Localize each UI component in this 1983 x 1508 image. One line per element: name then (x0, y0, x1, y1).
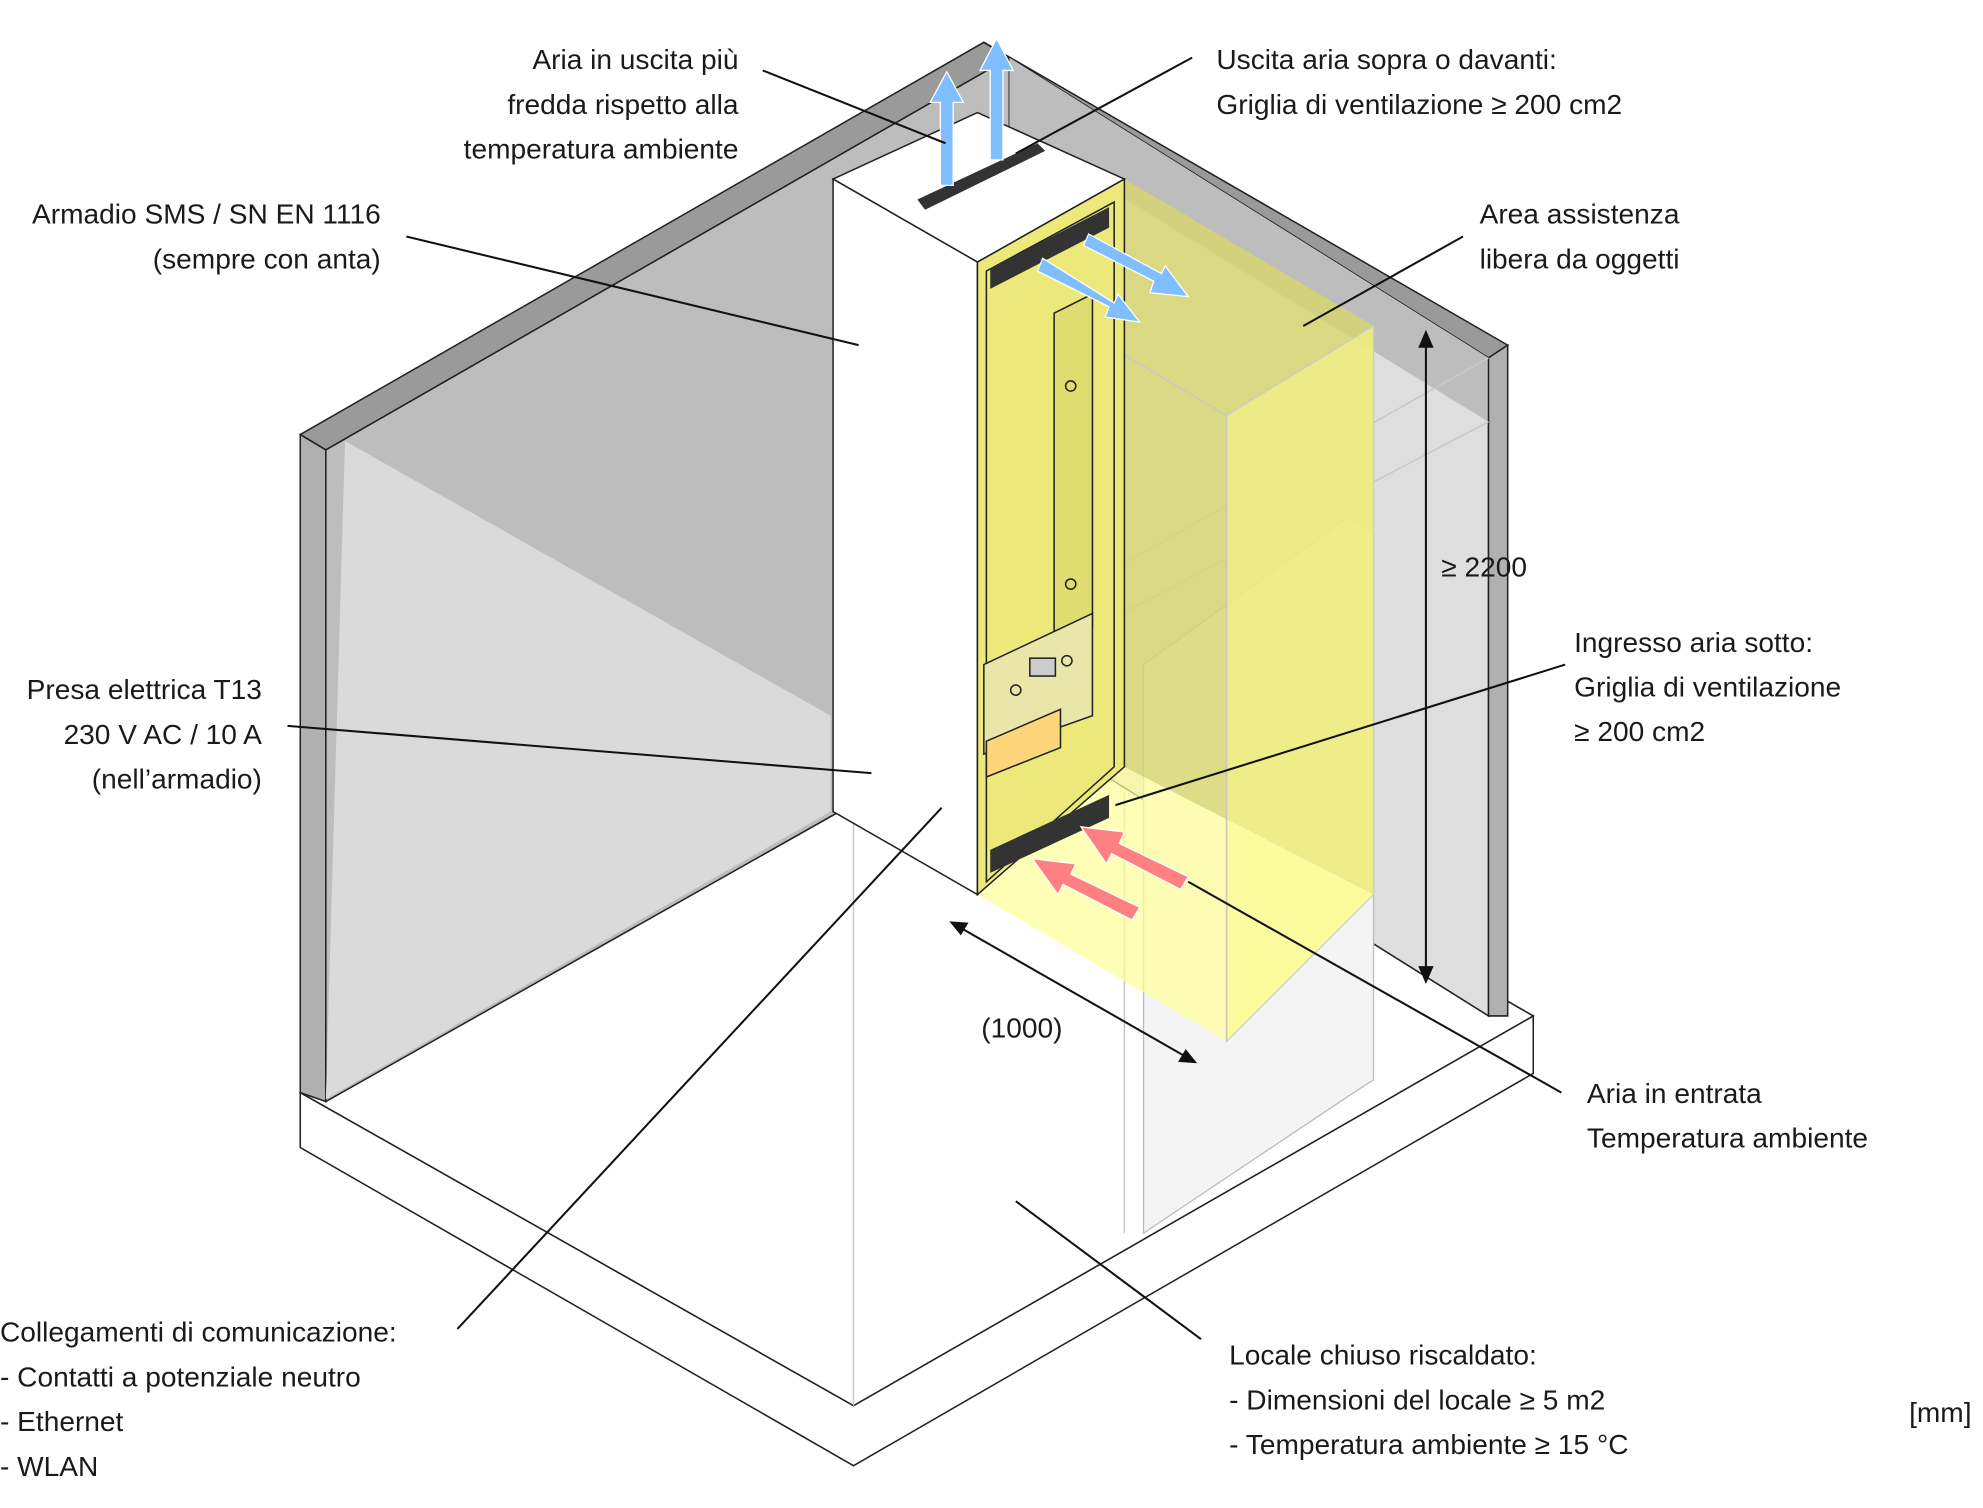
label-line: Griglia di ventilazione ≥ 200 cm2 (1216, 89, 1622, 120)
label-socket: Presa elettrica T13 230 V AC / 10 A (nel… (27, 674, 263, 794)
label-line: Armadio SMS / SN EN 1116 (32, 199, 381, 230)
label-room: Locale chiuso riscaldato: - Dimensioni d… (1229, 1340, 1628, 1460)
label-line: Temperatura ambiente (1587, 1123, 1868, 1154)
label-line: - WLAN (0, 1451, 98, 1482)
air-in-arrow (1079, 826, 1190, 891)
service-area (977, 179, 1375, 1044)
label-height: ≥ 2200 (1441, 551, 1527, 582)
label-line: fredda rispetto alla (507, 89, 739, 120)
air-up-arrow (929, 70, 965, 187)
label-line: ≥ 200 cm2 (1574, 716, 1705, 747)
label-line: Uscita aria sopra o davanti: (1216, 44, 1556, 75)
label-line: Area assistenza (1480, 199, 1680, 230)
label-line: Collegamenti di comunicazione: (0, 1317, 397, 1348)
label-line: Aria in uscita più (532, 44, 738, 75)
label-cabinet: Armadio SMS / SN EN 1116 (sempre con ant… (32, 199, 381, 275)
label-line: Griglia di ventilazione (1574, 672, 1841, 703)
depth-dimension (949, 921, 1198, 1064)
label-outlet: Uscita aria sopra o davanti: Griglia di … (1216, 44, 1622, 120)
label-air-in: Aria in entrata Temperatura ambiente (1587, 1078, 1868, 1154)
label-line: (nell’armadio) (92, 763, 262, 794)
label-line: - Contatti a potenziale neutro (0, 1361, 361, 1392)
label-line: Presa elettrica T13 (27, 674, 262, 705)
air-front-arrow (1082, 233, 1190, 298)
air-up-arrow (978, 37, 1015, 161)
label-line: - Ethernet (0, 1406, 124, 1437)
cabinet (831, 111, 1127, 897)
air-out-arrows (929, 37, 1190, 323)
label-communication: Collegamenti di comunicazione: - Contatt… (0, 1317, 397, 1482)
label-line: libera da oggetti (1480, 243, 1680, 274)
label-service-area: Area assistenza libera da oggetti (1480, 199, 1680, 275)
label-line: temperatura ambiente (464, 134, 739, 165)
label-depth: (1000) (981, 1013, 1062, 1044)
label-line: - Temperatura ambiente ≥ 15 °C (1229, 1429, 1628, 1460)
leader-lines (287, 56, 1566, 1341)
label-line: Aria in entrata (1587, 1078, 1762, 1109)
label-inlet: Ingresso aria sotto: Griglia di ventilaz… (1574, 627, 1841, 747)
air-in-arrow (1031, 857, 1141, 921)
outlet-grille (990, 207, 1110, 289)
air-in-arrows (1031, 826, 1190, 921)
top-grille (917, 143, 1046, 210)
label-line: Ingresso aria sotto: (1574, 627, 1813, 658)
label-line: 230 V AC / 10 A (64, 719, 263, 750)
unit-label: [mm] (1909, 1397, 1971, 1428)
label-air-out: Aria in uscita più fredda rispetto alla … (464, 44, 739, 164)
label-line: Locale chiuso riscaldato: (1229, 1340, 1537, 1371)
height-dimension (1418, 329, 1434, 984)
label-line: (sempre con anta) (153, 243, 381, 274)
inlet-grille (990, 794, 1110, 873)
label-line: - Dimensioni del locale ≥ 5 m2 (1229, 1384, 1605, 1415)
air-front-arrow (1036, 257, 1142, 323)
